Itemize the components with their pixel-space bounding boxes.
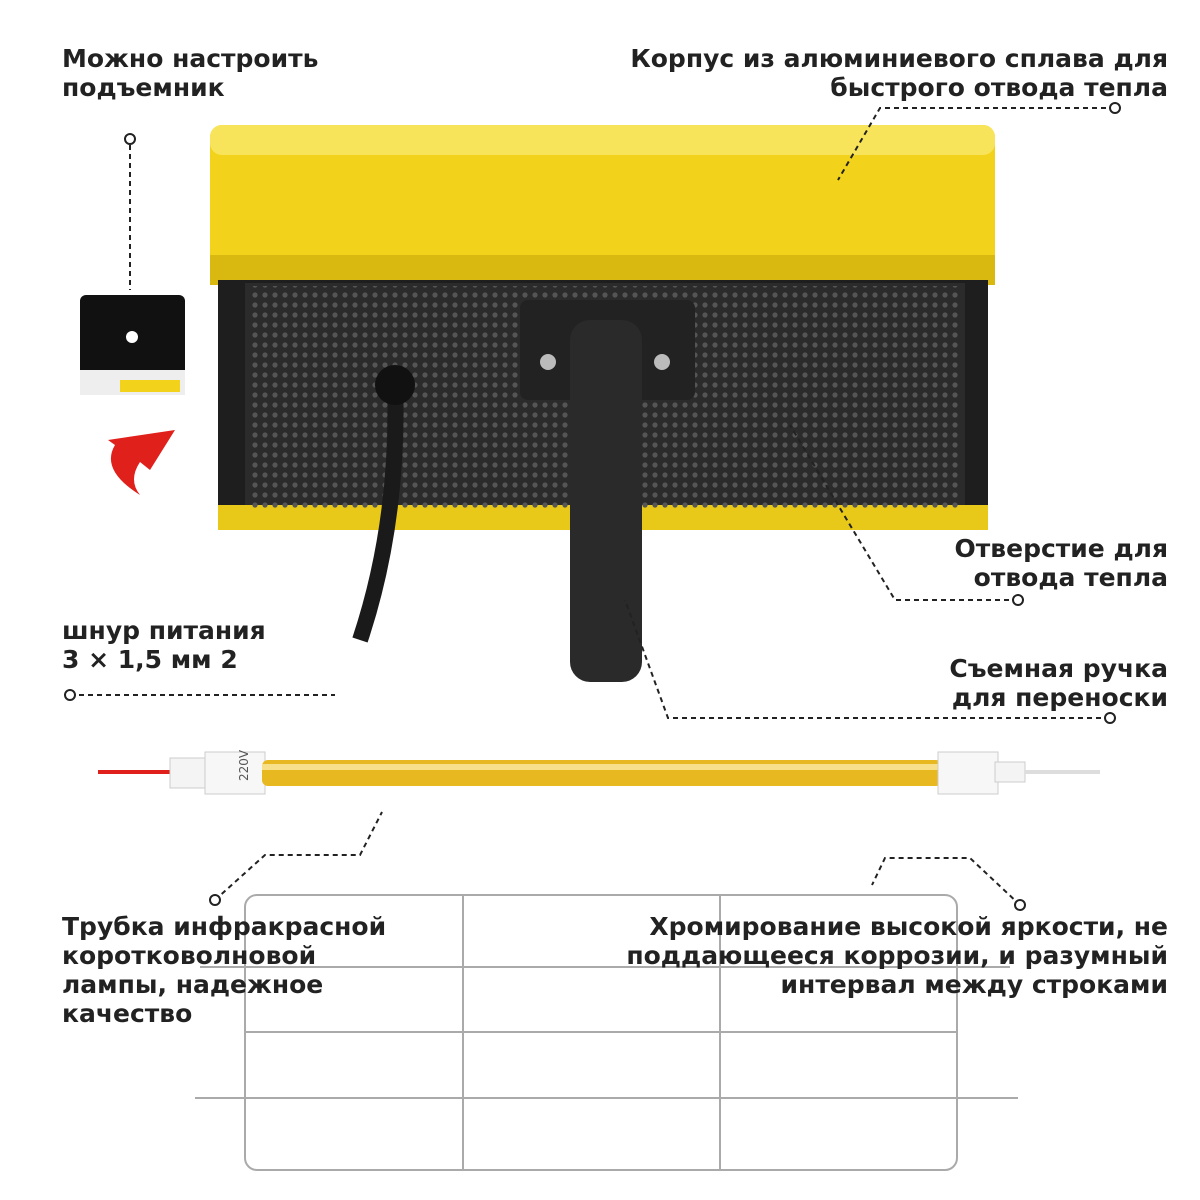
chrome-grid [195, 894, 1018, 1171]
handle [520, 300, 695, 682]
curved-arrow-icon [108, 430, 175, 495]
power-cord [352, 379, 404, 643]
lamp-tube [98, 751, 1100, 795]
leader-dots [64, 102, 1121, 911]
lift-thumbnail [80, 295, 185, 395]
lamp-marking: 220V [237, 749, 251, 781]
leader-lines [70, 107, 1115, 906]
